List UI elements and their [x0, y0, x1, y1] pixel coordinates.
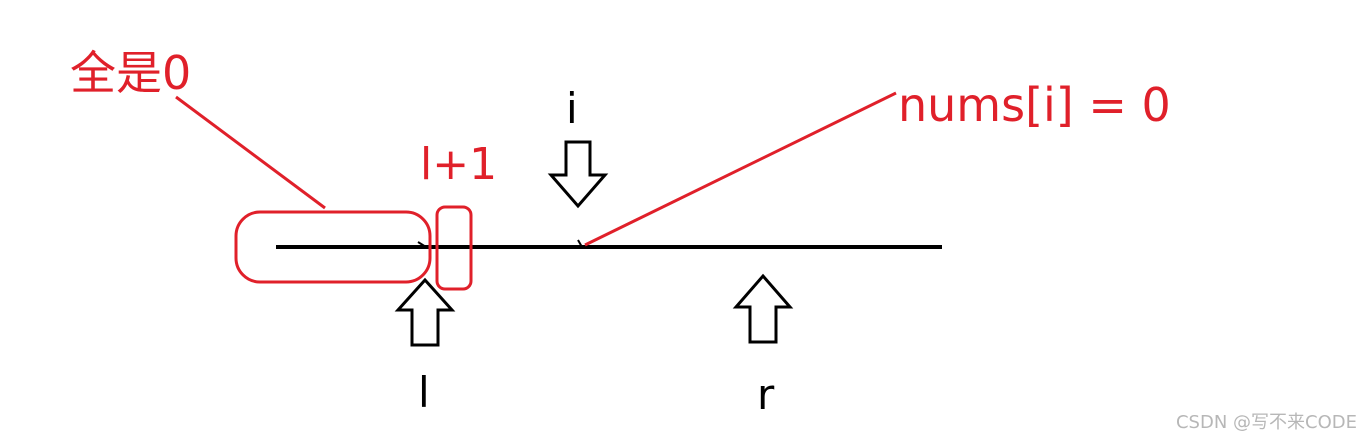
watermark: CSDN @写不来CODE — [1175, 412, 1357, 433]
l-plus-1-label: l+1 — [420, 139, 498, 190]
all-zero-label: 全是0 — [70, 46, 192, 100]
up-arrow-icon — [732, 273, 794, 344]
nums-leader-line — [584, 91, 897, 247]
tick-mark — [417, 241, 427, 248]
up-arrow-icon — [394, 277, 456, 347]
all-zero-region-box — [234, 210, 432, 284]
pointer-l-label: l — [418, 368, 430, 417]
pointer-r-label: r — [757, 370, 775, 419]
nums-i-equals-zero-label: nums[i] = 0 — [898, 78, 1171, 132]
all-zero-leader-line — [175, 95, 326, 210]
pointer-i-label: i — [566, 84, 578, 133]
l-plus-1-box — [435, 205, 473, 291]
tick-mark — [577, 239, 583, 248]
down-arrow-icon — [547, 140, 609, 209]
